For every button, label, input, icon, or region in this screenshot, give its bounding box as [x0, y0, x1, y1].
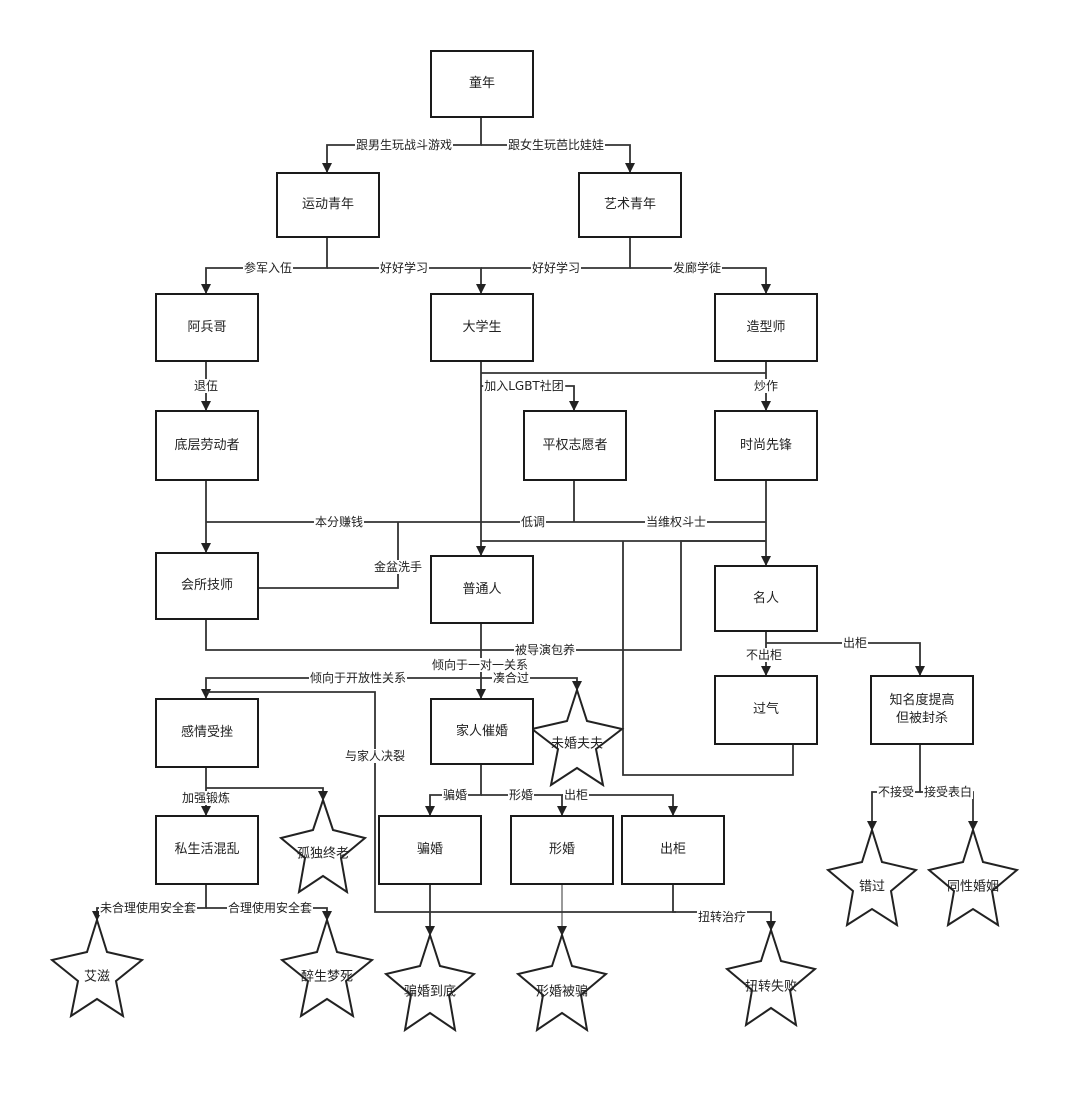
edge-label-earn: 本分赚钱: [313, 515, 365, 529]
edge-label-enlist: 参军入伍: [242, 261, 294, 275]
edge-heart-alone: [206, 787, 328, 801]
edge-family-break: [206, 691, 676, 913]
ending-aids: 艾滋: [83, 969, 111, 985]
edge-label-activist: 当维权斗士: [644, 515, 708, 529]
star-alone: [278, 796, 368, 895]
node-come-out: 出柜: [621, 815, 725, 885]
edge-label-come-out2: 出柜: [562, 788, 590, 802]
star-conversion-fail: [724, 926, 818, 1028]
edge-label-study1: 好好学习: [378, 261, 430, 275]
edge-family-out: [562, 794, 678, 816]
node-fashion: 时尚先锋: [714, 410, 818, 481]
edge-lowkey-faded: [622, 541, 794, 776]
edge-club-quit: [258, 522, 399, 589]
ending-fraud-end: 骗婚到底: [403, 984, 457, 1000]
edge-celebrity-out: [766, 642, 925, 676]
ending-form-exposed: 形婚被骗: [535, 984, 589, 1000]
node-promiscuous: 私生活混乱: [155, 815, 259, 885]
ending-unmarried-couple: 未婚夫夫: [550, 736, 604, 752]
node-celebrity: 名人: [714, 565, 818, 632]
edge-label-no-come-out: 不出柜: [744, 648, 784, 662]
edge-label-accept: 接受表白: [922, 785, 974, 799]
node-sports-youth: 运动青年: [276, 172, 380, 238]
star-fraud-end: [383, 931, 477, 1033]
node-form-marry: 形婚: [510, 815, 614, 885]
ending-same-sex-marriage: 同性婚姻: [946, 879, 1000, 895]
node-ordinary: 普通人: [430, 555, 534, 624]
star-missed: [825, 826, 919, 928]
edge-kept: [205, 540, 766, 651]
edge-label-retire: 退伍: [192, 379, 220, 393]
ending-missed: 错过: [858, 879, 886, 895]
edge-label-no-condom: 未合理使用安全套: [98, 901, 198, 915]
edge-label-condom: 合理使用安全套: [226, 901, 314, 915]
node-fraud-marry: 骗婚: [378, 815, 482, 885]
ending-conversion-fail: 扭转失败: [744, 979, 798, 995]
edge-label-play-doll: 跟女生玩芭比娃娃: [506, 138, 606, 152]
star-aids: [49, 916, 145, 1019]
node-stylist: 造型师: [714, 293, 818, 362]
edge-label-make-do: 凑合过: [491, 671, 531, 685]
ending-drunk-life: 醉生梦死: [300, 969, 354, 985]
edge-label-open: 倾向于开放性关系: [308, 671, 408, 685]
edge-label-low-key: 低调: [519, 515, 547, 529]
edge-label-monogamy: 倾向于一对一关系: [430, 658, 530, 672]
edge-label-exercise: 加强锻炼: [180, 791, 232, 805]
node-college: 大学生: [430, 293, 534, 362]
node-famous-banned: 知名度提高 但被封杀: [870, 675, 974, 745]
node-laborer: 底层劳动者: [155, 410, 259, 481]
edge-label-kept: 被导演包养: [513, 643, 577, 657]
edge-label-salon: 发廊学徒: [671, 261, 723, 275]
ending-alone: 孤独终老: [296, 846, 350, 862]
edge-label-hype: 炒作: [752, 379, 780, 393]
node-childhood: 童年: [430, 50, 534, 118]
star-same-sex: [926, 826, 1020, 928]
node-soldier: 阿兵哥: [155, 293, 259, 362]
edge-label-form: 形婚: [507, 788, 535, 802]
node-art-youth: 艺术青年: [578, 172, 682, 238]
node-heartbroken: 感情受挫: [155, 698, 259, 768]
node-volunteer: 平权志愿者: [523, 410, 627, 481]
edge-label-join-lgbt: 加入LGBT社团: [483, 379, 565, 393]
edge-label-not-accept: 不接受: [876, 785, 916, 799]
node-club-tech: 会所技师: [155, 552, 259, 620]
edge-label-quit: 金盆洗手: [372, 560, 424, 574]
star-unmarried: [529, 686, 625, 788]
edge-label-play-fight: 跟男生玩战斗游戏: [354, 138, 454, 152]
edge-label-family-break: 与家人决裂: [343, 749, 407, 763]
node-faded: 过气: [714, 675, 818, 745]
node-family-marry: 家人催婚: [430, 698, 534, 765]
star-form-end: [515, 931, 609, 1033]
edge-label-come-out: 出柜: [841, 636, 869, 650]
star-drunk: [279, 916, 375, 1019]
edge-label-conversion: 扭转治疗: [696, 910, 748, 924]
edge-label-study2: 好好学习: [530, 261, 582, 275]
edge-label-fraud: 骗婚: [441, 788, 469, 802]
